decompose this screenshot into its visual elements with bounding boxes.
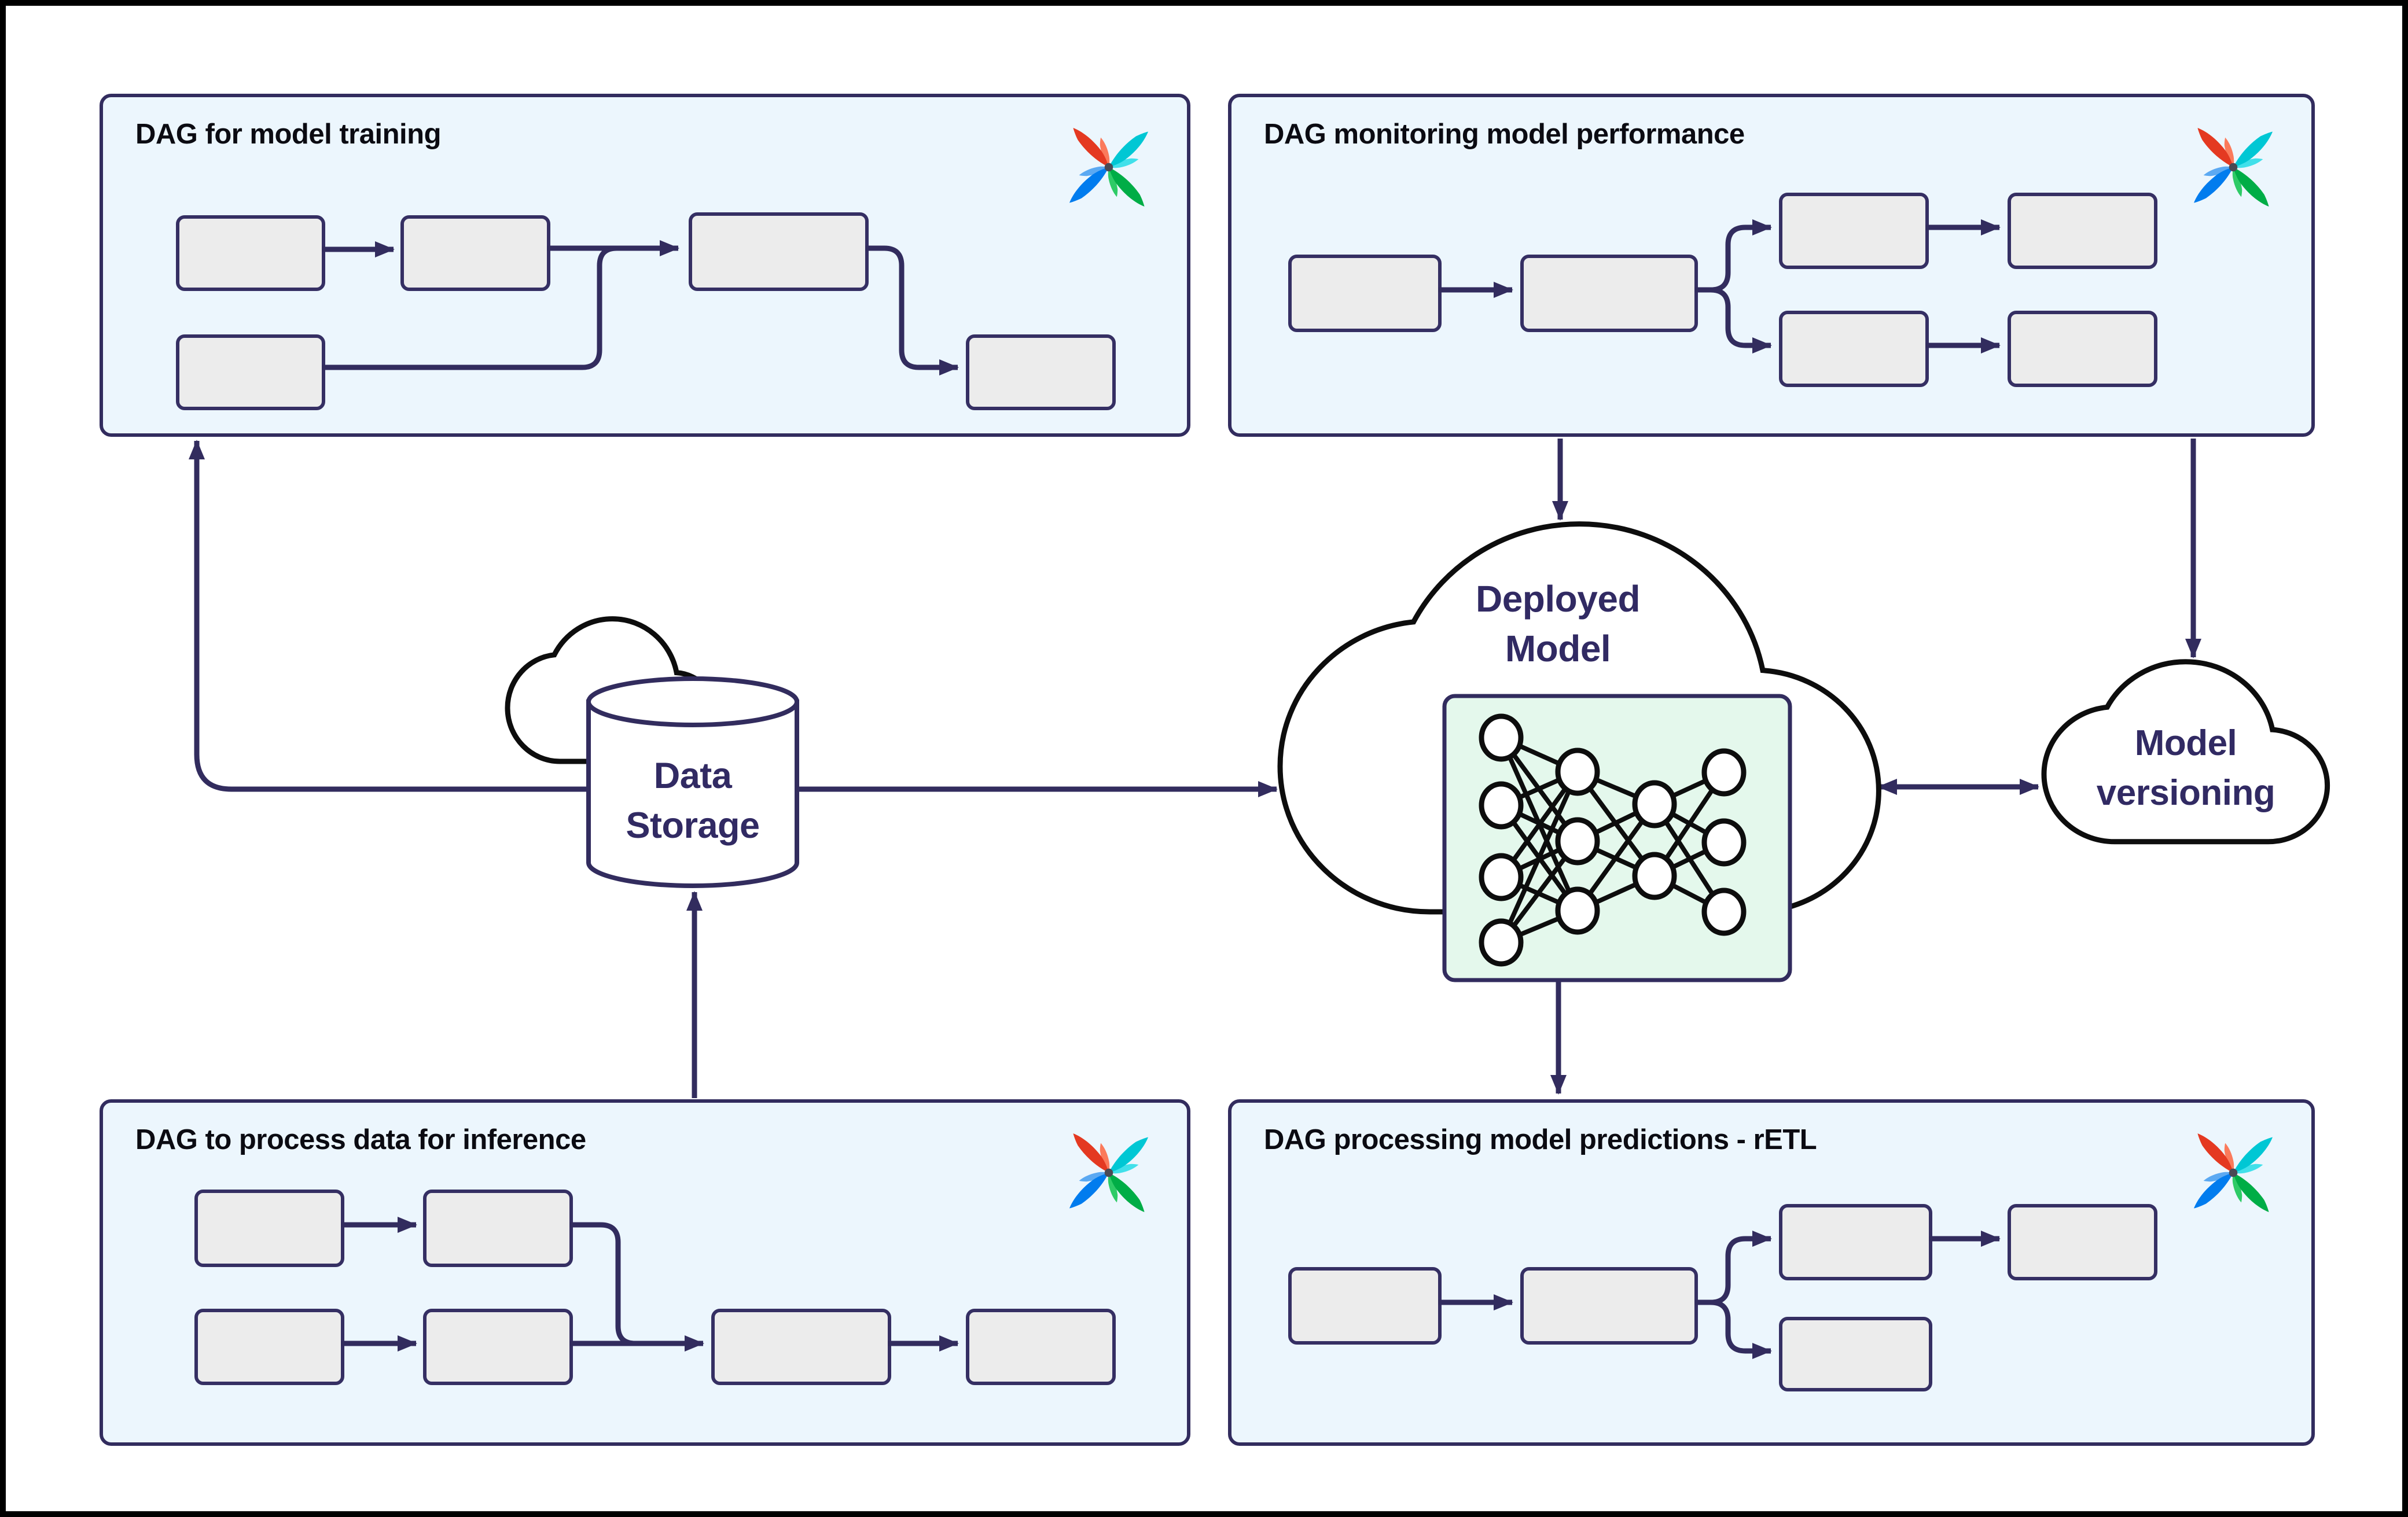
task-box xyxy=(689,212,869,291)
deployed-model-label: Deployed Model xyxy=(1475,578,1641,669)
task-box xyxy=(2008,311,2157,387)
storage-cloud-shape xyxy=(508,619,717,761)
task-box xyxy=(711,1309,891,1385)
task-box xyxy=(1779,1204,1932,1280)
airflow-logo-icon xyxy=(1069,127,1149,207)
task-box xyxy=(2008,1204,2157,1280)
panel-title: DAG processing model predictions - rETL xyxy=(1264,1124,1817,1155)
panel-dag-monitoring: DAG monitoring model performance xyxy=(1228,94,2315,437)
task-box xyxy=(1779,193,1929,269)
task-box xyxy=(966,334,1116,410)
task-box xyxy=(176,334,325,410)
task-box xyxy=(2008,193,2157,269)
task-box xyxy=(194,1309,344,1385)
panel-dag-training: DAG for model training xyxy=(100,94,1190,437)
arrow-storage-to-training xyxy=(189,440,589,792)
task-box xyxy=(1288,255,1442,332)
panel-title: DAG monitoring model performance xyxy=(1264,119,1745,150)
task-box xyxy=(423,1309,573,1385)
neural-network-graphic xyxy=(1442,694,1792,982)
task-box xyxy=(1288,1267,1442,1345)
task-box xyxy=(194,1190,344,1267)
panel-dag-retl: DAG processing model predictions - rETL xyxy=(1228,1099,2315,1446)
task-box xyxy=(423,1190,573,1267)
task-box xyxy=(966,1309,1116,1385)
model-versioning-label: Model versioning xyxy=(2096,723,2275,813)
task-box xyxy=(400,215,550,291)
airflow-logo-icon xyxy=(1069,1133,1149,1213)
global-connectors xyxy=(189,439,2201,1098)
airflow-logo-icon xyxy=(2193,127,2273,207)
task-box xyxy=(1779,1317,1932,1391)
data-storage-label: Data Storage xyxy=(626,756,760,846)
panel-title: DAG to process data for inference xyxy=(135,1124,586,1155)
panel-title: DAG for model training xyxy=(135,119,442,150)
task-box xyxy=(1779,311,1929,387)
task-box xyxy=(1520,255,1698,332)
panel-dag-inference: DAG to process data for inference xyxy=(100,1099,1190,1446)
task-box xyxy=(176,215,325,291)
airflow-logo-icon xyxy=(2193,1133,2273,1213)
task-box xyxy=(1520,1267,1698,1345)
